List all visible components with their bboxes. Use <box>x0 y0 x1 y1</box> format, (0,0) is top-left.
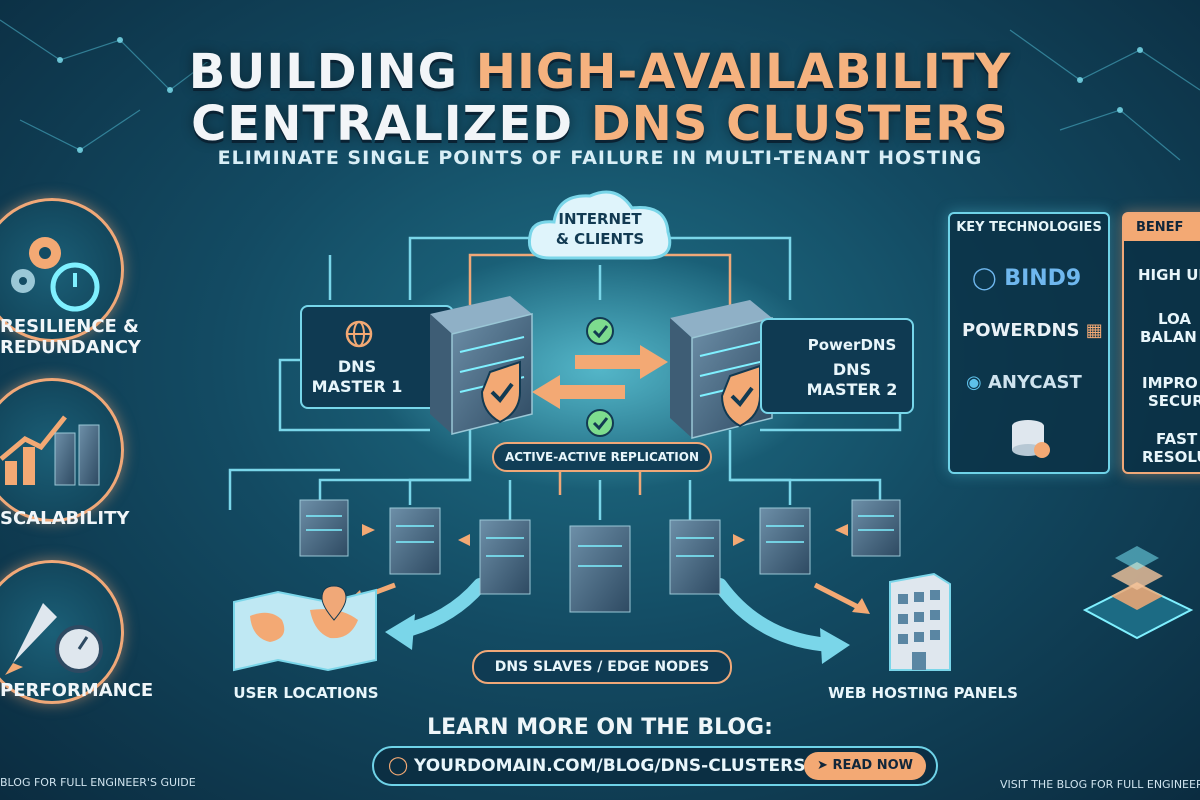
benefit-4: FAST RESOLU <box>1142 430 1200 466</box>
map-icon <box>233 585 377 672</box>
database-icon <box>1012 420 1050 458</box>
title-white-1: BUILDING <box>188 44 459 100</box>
powerdns-brand: PowerDNS <box>807 336 897 354</box>
growth-chart-servers-icon <box>0 378 124 522</box>
read-now-button[interactable]: ➤ READ NOW <box>804 752 926 780</box>
tech-anycast: ◉ ANYCAST <box>966 372 1082 393</box>
benefit-2-line1: LOA <box>1158 310 1191 328</box>
benefit-4-line1: FAST <box>1156 430 1198 448</box>
title-white-2: CENTRALIZED <box>191 96 574 152</box>
page-subtitle: ELIMINATE SINGLE POINTS OF FAILURE IN MU… <box>217 147 983 169</box>
page-title-line2: CENTRALIZED DNS CLUSTERS <box>0 96 1200 152</box>
user-locations-label: USER LOCATIONS <box>233 684 379 702</box>
dns-master-2-box: PowerDNS DNS MASTER 2 <box>760 318 914 414</box>
rocket-icon <box>5 603 103 675</box>
tech-powerdns: POWERDNS ▦ <box>962 320 1103 341</box>
building-icon <box>889 572 951 671</box>
replication-label: ACTIVE-ACTIVE REPLICATION <box>492 442 712 472</box>
rocket-stopwatch-icon <box>0 560 124 704</box>
master1-line2: MASTER 1 <box>311 377 403 396</box>
check-icon-bottom <box>586 409 614 437</box>
slave-servers-row <box>290 490 910 620</box>
server-stack-icon <box>1082 546 1194 640</box>
master2-line1: DNS <box>832 360 872 379</box>
key-technologies-title: KEY TECHNOLOGIES <box>956 220 1102 235</box>
tech-powerdns-label: POWERDNS <box>962 320 1080 341</box>
powerdns-logo-icon: ▦ <box>1085 320 1103 341</box>
slaves-label: DNS SLAVES / EDGE NODES <box>472 650 732 684</box>
benefit-3-line1: IMPRO <box>1142 374 1198 392</box>
internet-label-2: & CLIENTS <box>555 230 645 248</box>
benefit-1: HIGH UP <box>1138 266 1200 284</box>
slave-server <box>299 499 901 613</box>
page-title-line1: BUILDING HIGH-AVAILABILITY <box>0 44 1200 100</box>
feature-label-resilience: RESILIENCE & REDUNDANCY <box>0 316 141 358</box>
growth-chart-icon <box>0 415 100 486</box>
internet-cloud: INTERNET & CLIENTS <box>520 180 680 272</box>
benefits-title: BENEF <box>1124 214 1200 241</box>
feature-label-scalability: SCALABILITY <box>0 508 130 529</box>
chevron-right-icon: ➤ <box>817 758 828 773</box>
footer-url[interactable]: YOURDOMAIN.COM/BLOG/DNS-CLUSTERS <box>414 756 806 776</box>
benefit-3: IMPRO SECUR <box>1142 374 1200 410</box>
tech-bind9: ◯ BIND9 <box>972 266 1081 291</box>
master-1-server-icon <box>430 296 533 435</box>
internet-label-1: INTERNET <box>558 210 642 228</box>
benefit-2-line2: BALAN <box>1140 328 1197 346</box>
key-technologies-panel: KEY TECHNOLOGIES ◯ BIND9 POWERDNS ▦ ◉ AN… <box>948 212 1110 474</box>
tech-anycast-label: ANYCAST <box>988 372 1082 393</box>
cloud-icon <box>527 190 672 260</box>
feature-resilience-line1: RESILIENCE & <box>0 316 139 337</box>
footer-left-note: BLOG FOR FULL ENGINEER'S GUIDE <box>0 776 196 789</box>
feature-resilience-line2: REDUNDANCY <box>0 337 141 358</box>
master2-line2: MASTER 2 <box>806 380 898 399</box>
web-panels-label: WEB HOSTING PANELS <box>828 684 1018 702</box>
read-now-label: READ NOW <box>832 758 913 773</box>
dns-master-1-box: DNS MASTER 1 <box>300 305 454 409</box>
footer-url-bar[interactable]: ◯ YOURDOMAIN.COM/BLOG/DNS-CLUSTERS ➤ REA… <box>372 746 938 786</box>
title-orange-2: DNS CLUSTERS <box>590 96 1009 152</box>
master1-line1: DNS <box>337 357 377 376</box>
anycast-globe-icon: ◉ <box>966 372 982 393</box>
title-orange-1: HIGH-AVAILABILITY <box>475 44 1012 100</box>
master-2-server-icon <box>670 300 773 439</box>
check-icon-top <box>586 317 614 345</box>
footer-cta: LEARN MORE ON THE BLOG: <box>427 715 773 740</box>
gears-icon <box>11 237 100 312</box>
benefit-3-line2: SECUR <box>1148 392 1200 410</box>
tech-bind9-label: BIND9 <box>1004 266 1082 291</box>
bind9-globe-icon: ◯ <box>972 266 997 291</box>
benefit-4-line2: RESOLU <box>1142 448 1200 466</box>
globe-icon: ◯ <box>388 755 409 776</box>
globe-icon <box>345 320 373 348</box>
feature-label-performance: PERFORMANCE <box>0 680 154 701</box>
benefit-1-line1: HIGH UP <box>1138 266 1200 284</box>
benefits-panel: BENEF HIGH UP LOA BALAN IMPRO SECUR FAST… <box>1122 212 1200 474</box>
footer-right-note: VISIT THE BLOG FOR FULL ENGINEER <box>1000 778 1200 791</box>
slave-servers-icons <box>299 499 901 613</box>
benefit-2: LOA BALAN <box>1140 310 1197 346</box>
gears-clock-icon <box>0 198 124 342</box>
